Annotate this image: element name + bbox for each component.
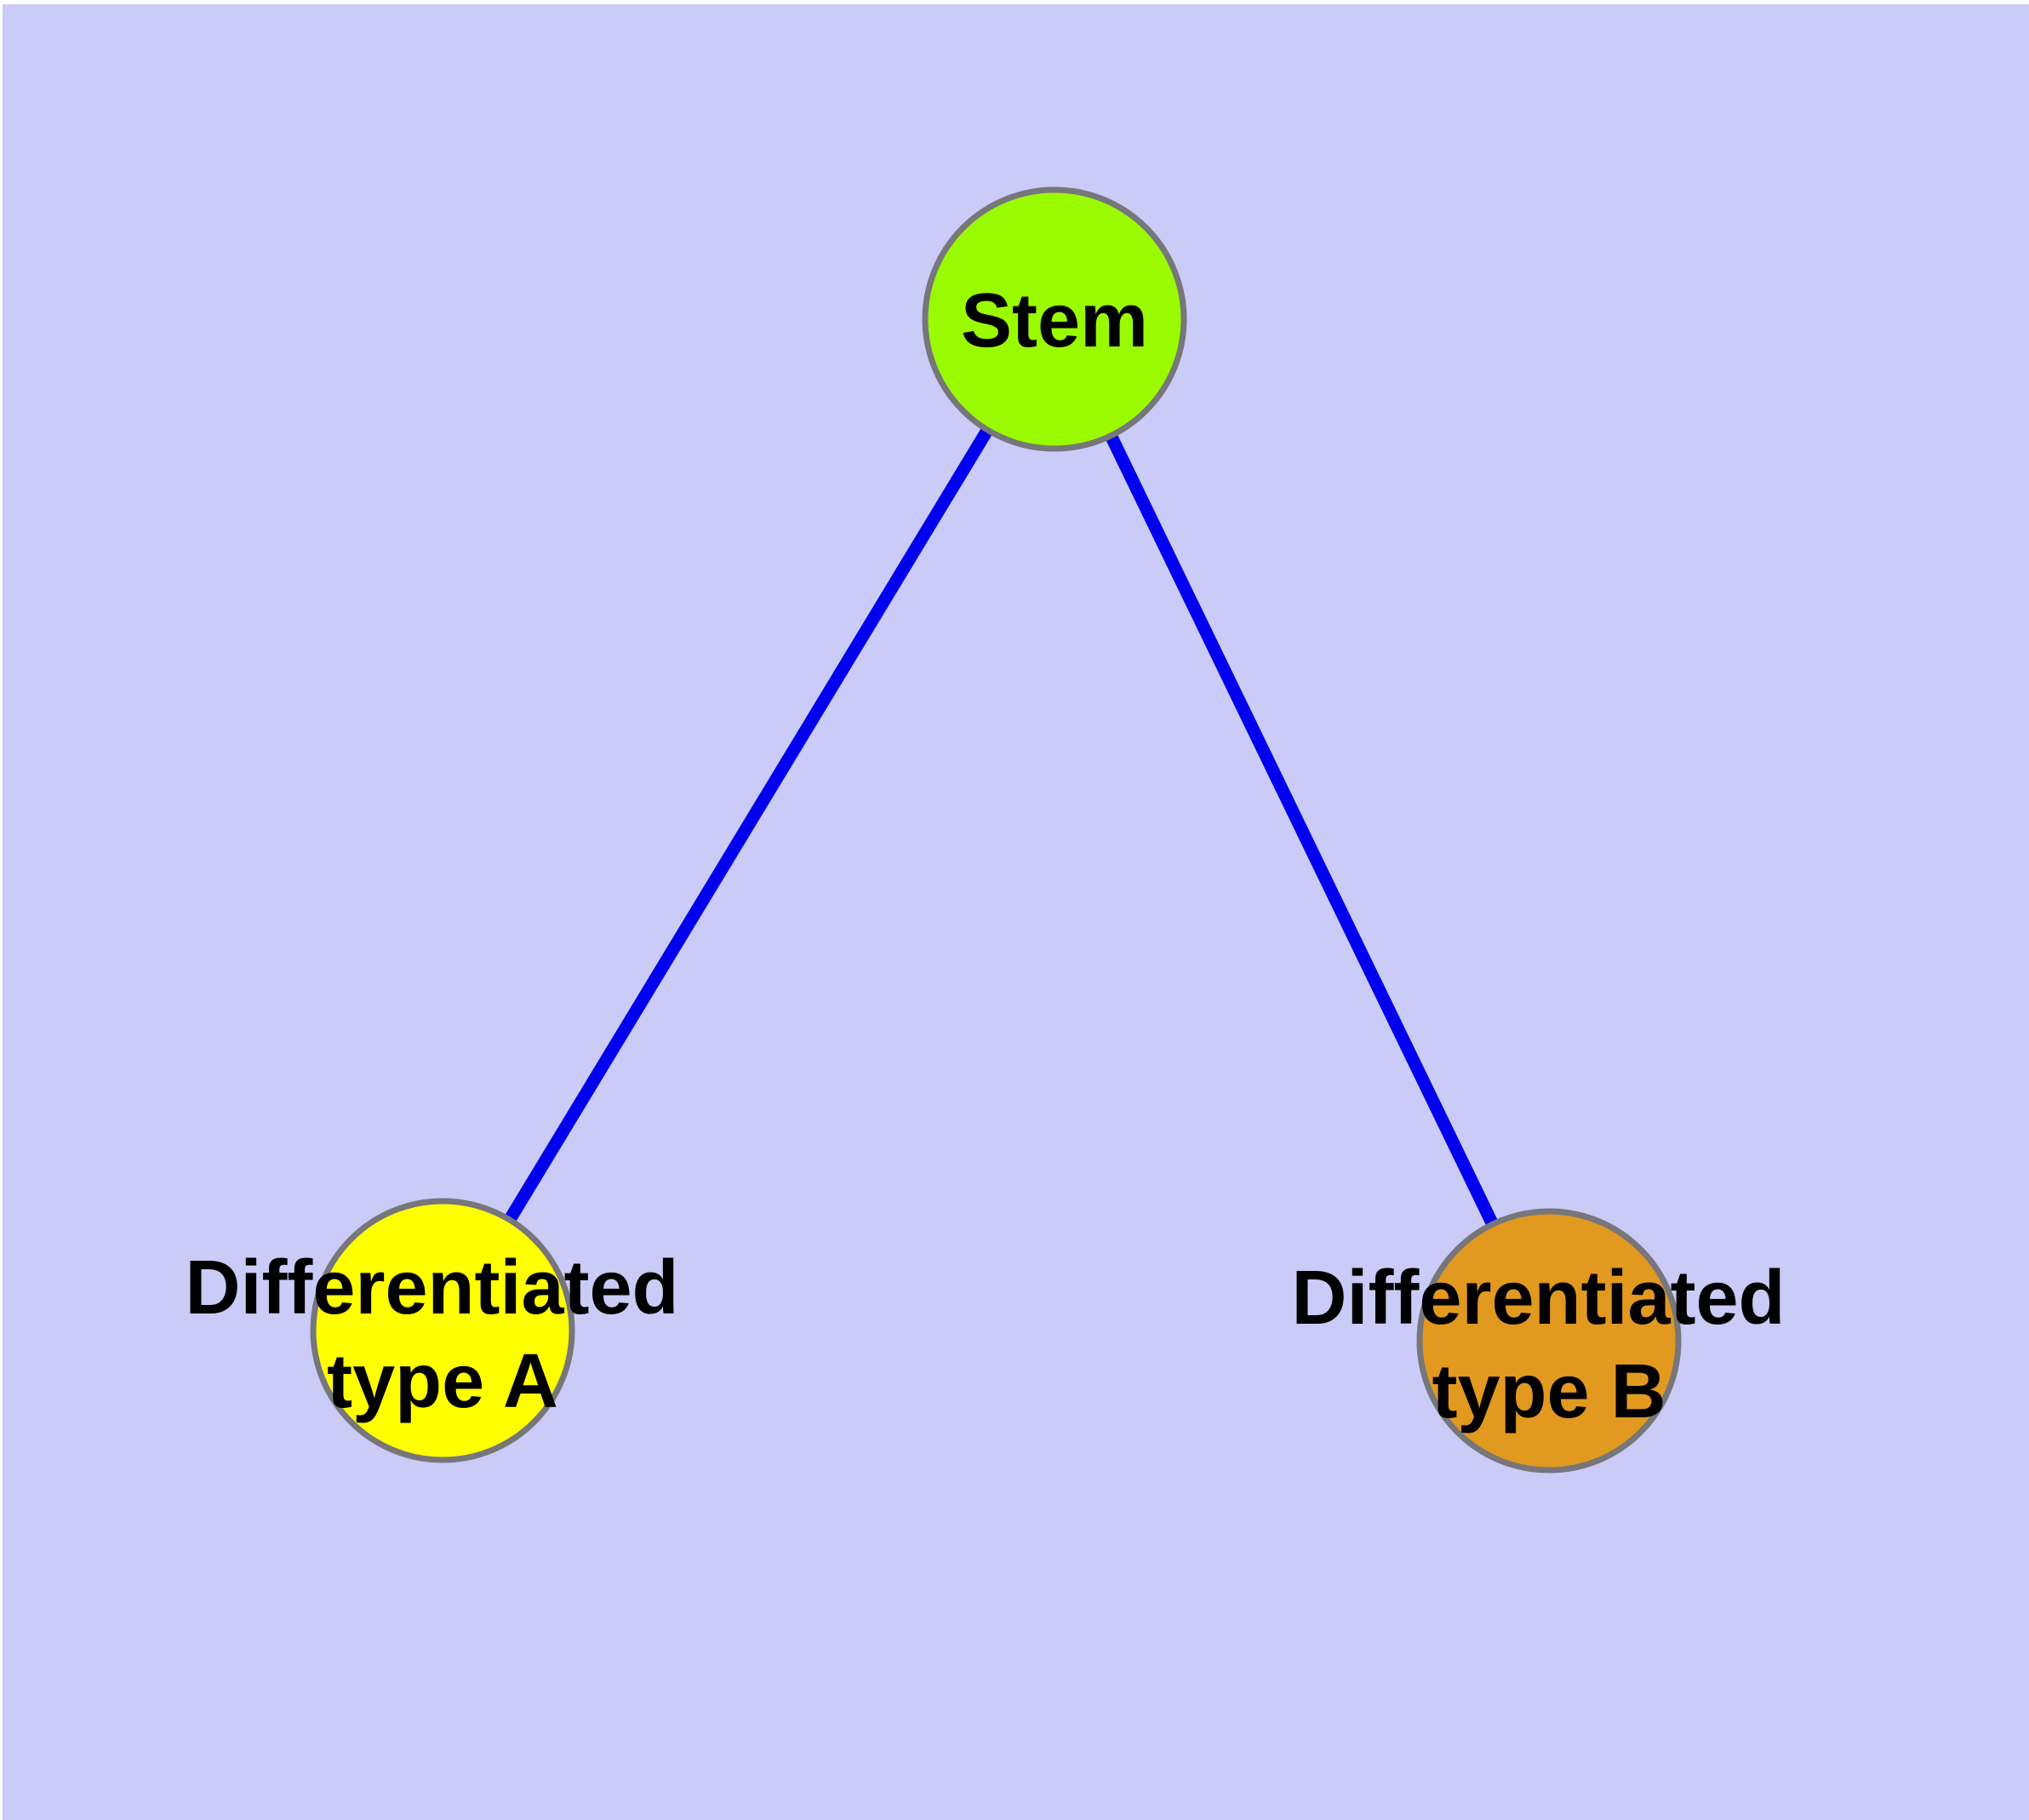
node-circle-type-b [1416,1208,1682,1474]
node-label-type-a: Differentiated type A [185,1245,700,1424]
edge-stem-to-type-a [437,316,1060,1334]
node-stem: Stem [922,186,1187,452]
node-circle-type-a [310,1198,575,1463]
node-label-type-b-line1: Differentiated [1291,1256,1785,1341]
node-label-type-a-line1: Differentiated [185,1245,678,1331]
edge-stem-to-type-b [1049,316,1555,1344]
node-differentiated-type-a: Differentiated type A [185,1198,700,1463]
node-label-type-a-line2: type A [327,1339,558,1424]
node-label-stem: Stem [961,278,1148,363]
node-differentiated-type-b: Differentiated type B [1291,1208,1806,1474]
edges [437,316,1555,1344]
node-label-type-b-line2: type B [1432,1349,1666,1434]
node-label-type-b: Differentiated type B [1291,1256,1806,1434]
node-circle-stem [922,186,1187,452]
